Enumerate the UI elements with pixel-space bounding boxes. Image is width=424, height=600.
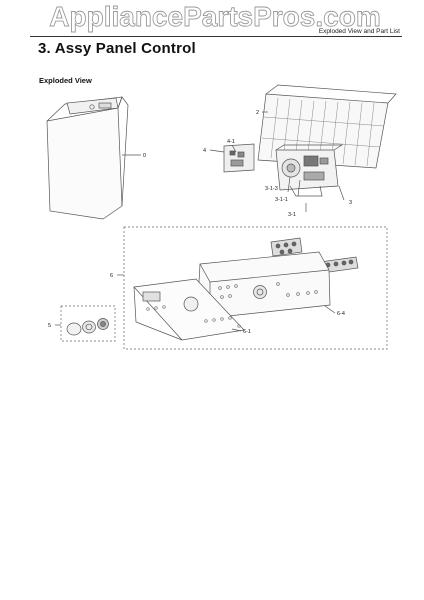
washer-cabinet [46,96,141,220]
header-divider [30,36,402,37]
rear-guard [257,84,397,169]
sub-pcb [209,143,255,173]
callout-control-2: 3-1-1 [275,197,288,203]
callout-knob-group: 5 [48,323,51,329]
callout-sub-pcb-part: 4-1 [227,139,235,145]
callout-control-1: 3-1-3 [265,186,278,192]
header-tag: Exploded View and Part List [318,28,400,35]
callout-overlay: 6-1 [243,329,251,335]
watermark-logo: AppliancePartsPros.com [49,1,381,33]
watermark-text: AppliancePartsPros.com [49,1,380,32]
panel-overlay [133,278,245,341]
knob-group-box [60,305,116,342]
callout-guard: 2 [256,110,259,116]
button-cover-top [270,237,303,257]
callout-control-assy: 3 [349,200,352,206]
callout-sub-pcb: 4 [203,148,206,154]
callout-panel-part: 6-4 [337,311,345,317]
section-title: 3. Assy Panel Control [38,40,196,57]
callout-washer: 0 [143,153,146,159]
panel-group-box [123,226,388,350]
main-control-assembly [275,144,345,212]
exploded-view-label: Exploded View [39,76,92,85]
callout-control-3: 3-1 [288,212,296,218]
knob-parts [66,318,109,336]
callout-panel-group: 6 [110,273,113,279]
